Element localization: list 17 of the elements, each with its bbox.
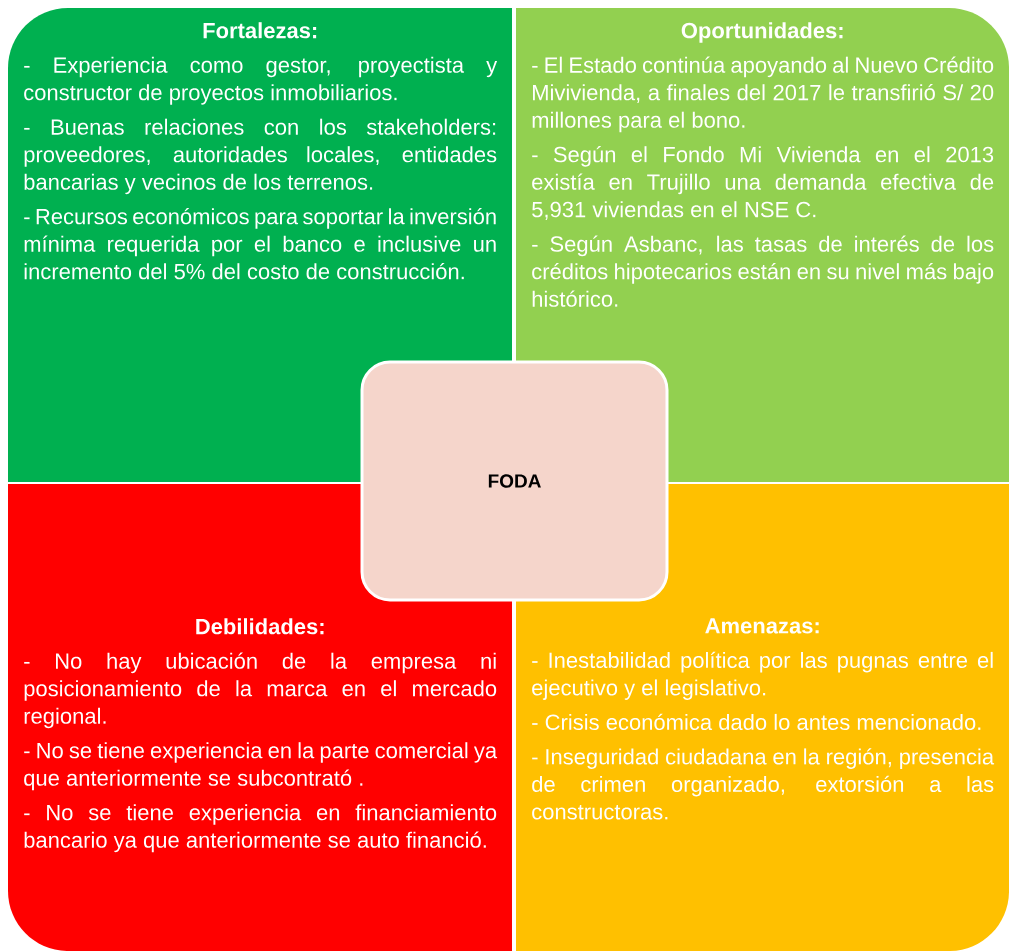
quadrant-heading: Oportunidades: xyxy=(681,22,843,43)
quadrant-heading: Fortalezas: xyxy=(203,22,317,39)
quadrant-heading: Debilidades: xyxy=(196,618,324,635)
list-item: - Según el Fondo Mi Vivienda en el 2013 existía en Trujillo una demanda efectiva de 5,931 viviendas en el NSE C. xyxy=(532,145,994,220)
list-item: - No hay ubicación de la empresa ni posicionamiento de la marca en el mercado regional. xyxy=(24,652,497,729)
list-item: - No se tiene experiencia en la parte comercial ya que anteriormente se subcontrató . xyxy=(24,742,498,791)
list-item: - Según Asbanc, las tasas de interés de los créditos hipotecarios están en su nivel más bajo histórico. xyxy=(532,235,994,307)
list-item: - Inestabilidad política por las pugnas entre el ejecutivo y el legislativo. xyxy=(532,651,993,700)
list-item: - Recursos económicos para soportar la inversión mínima requerida por el banco e inclusive un incremento del 5% del costo de construcción. xyxy=(24,207,496,280)
list-item: - Inseguridad ciudadana en la región, presencia de crimen organizado, extorsión a las constructoras. xyxy=(532,748,995,820)
quadrant-heading: Amenazas: xyxy=(705,618,819,634)
list-item: - No se tiene experiencia en financiamiento bancario ya que anteriormente se auto financió. xyxy=(24,804,497,853)
list-item: - El Estado continúa apoyando al Nuevo Crédito Mivivienda, a finales del 2017 le transfirió S/ 20 millones para el bono. xyxy=(532,56,994,133)
list-item: - Experiencia como gestor, proyectista y constructor de proyectos inmobiliarios. xyxy=(24,56,498,105)
list-item: - Buenas relaciones con los stakeholders: proveedores, autoridades locales, entidades bancarias y vecinos de los terrenos. xyxy=(24,118,497,195)
center-box: FODA xyxy=(360,360,669,602)
list-item: - Crisis económica dado lo antes mencionado. xyxy=(532,713,981,731)
